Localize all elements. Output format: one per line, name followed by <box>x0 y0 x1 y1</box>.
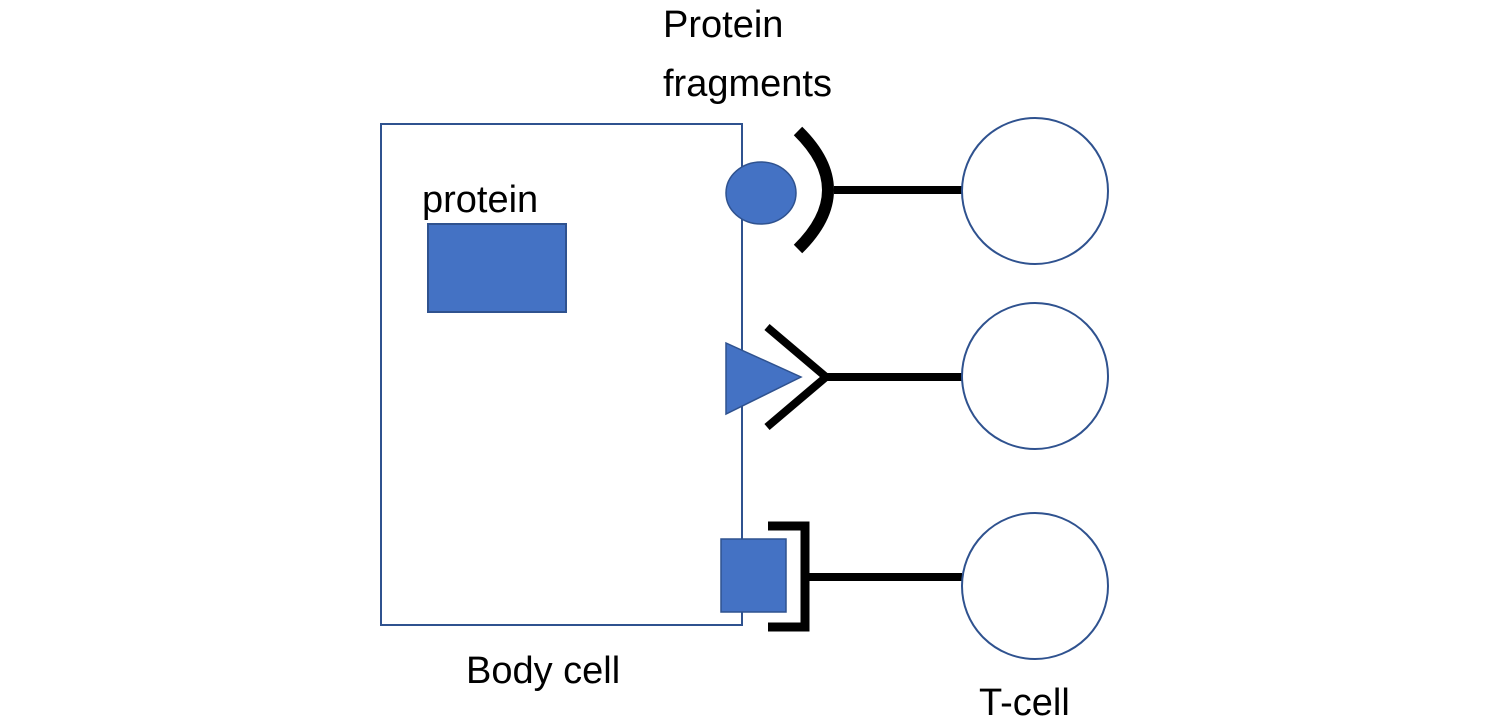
body-cell-label: Body cell <box>466 650 620 692</box>
triangle-protein-fragment <box>725 341 803 416</box>
protein-fragments-label-line2: fragments <box>663 63 832 105</box>
protein-fragments-label-line1: Protein <box>663 4 783 46</box>
square-protein-fragment <box>720 538 787 613</box>
oval-protein-fragment <box>725 161 797 225</box>
body-cell <box>380 123 743 626</box>
t-cell-bottom <box>961 512 1109 660</box>
t-cell-middle <box>961 302 1109 450</box>
protein-label: protein <box>422 179 538 221</box>
t-cell-label: T-cell <box>979 682 1070 724</box>
curved-receptor <box>793 126 834 254</box>
protein-block <box>427 223 567 313</box>
t-cell-top <box>961 117 1109 265</box>
